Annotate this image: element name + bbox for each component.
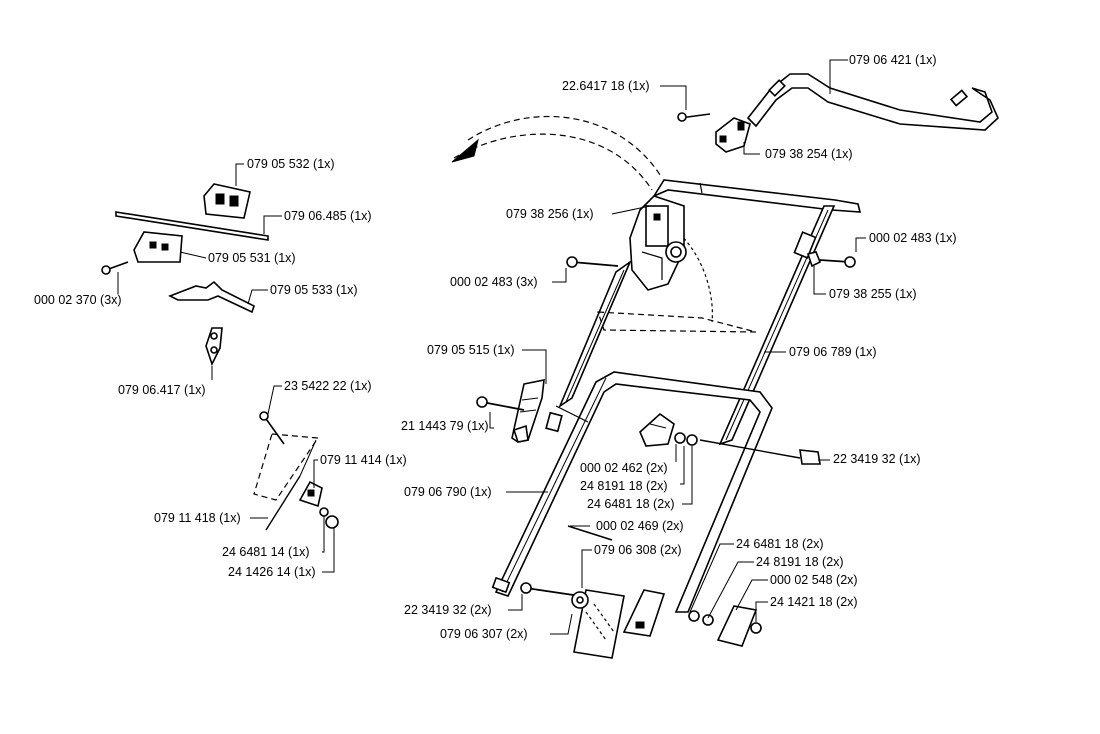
fold-path-dashed xyxy=(674,229,713,323)
label-000-02-469: 000 02 469 (2x) xyxy=(596,519,684,533)
label-079-05-515: 079 05 515 (1x) xyxy=(427,343,515,357)
label-079-11-414: 079 11 414 (1x) xyxy=(320,453,407,467)
nut-24-1426-14 xyxy=(325,515,339,529)
screw-22-6417-18 xyxy=(677,112,711,122)
knob-000-02-548 xyxy=(688,605,762,647)
label-079-11-418: 079 11 418 (1x) xyxy=(154,511,241,525)
label-079-06-421: 079 06 421 (1x) xyxy=(849,53,937,67)
label-079-38-254: 079 38 254 (1x) xyxy=(765,147,853,161)
cover-079-05-532 xyxy=(203,183,251,219)
bolt-000-02-483-1x xyxy=(819,256,856,268)
clamp-lever-079-05-515 xyxy=(511,379,589,443)
label-24-8191-18-mid: 24 8191 18 (2x) xyxy=(580,479,668,493)
label-23-5422-22: 23 5422 22 (1x) xyxy=(284,379,372,393)
tube-section-outline xyxy=(253,433,320,501)
label-22-3419-32-2x: 22 3419 32 (2x) xyxy=(404,603,492,617)
label-000-02-483-1x: 000 02 483 (1x) xyxy=(869,231,957,245)
label-24-6481-18-low: 24 6481 18 (2x) xyxy=(736,537,824,551)
label-24-6481-14: 24 6481 14 (1x) xyxy=(222,545,310,559)
label-079-05-532: 079 05 532 (1x) xyxy=(247,157,335,171)
label-079-06-789: 079 06 789 (1x) xyxy=(789,345,877,359)
label-079-06-485: 079 06.485 (1x) xyxy=(284,209,372,223)
label-24-8191-18-low: 24 8191 18 (2x) xyxy=(756,555,844,569)
label-000-02-370: 000 02 370 (3x) xyxy=(34,293,122,307)
bracket-plate-079-06-307 xyxy=(571,589,625,659)
folding-arrow xyxy=(451,115,663,191)
label-079-06-308: 079 06 308 (2x) xyxy=(594,543,682,557)
clamp-079-11-414 xyxy=(298,480,323,508)
lever-079-05-533 xyxy=(168,280,255,314)
label-079-06-307: 079 06 307 (2x) xyxy=(440,627,528,641)
main-handle-assembly xyxy=(451,59,999,659)
part-labels: 079 06 421 (1x) 22.6417 18 (1x) 079 38 2… xyxy=(34,53,957,641)
bolt-21-1443-79 xyxy=(476,396,525,411)
clip-079-06-417 xyxy=(205,327,223,367)
screw-23-5422-22 xyxy=(259,411,285,445)
control-bracket-assembly xyxy=(101,163,282,380)
screw-000-02-370 xyxy=(101,261,129,275)
label-24-1421-18: 24 1421 18 (2x) xyxy=(770,595,858,609)
base-079-05-531 xyxy=(133,231,183,263)
leader-lines-control xyxy=(117,163,282,380)
bracket-079-06-308 xyxy=(567,525,666,637)
label-079-05-533: 079 05 533 (1x) xyxy=(270,283,358,297)
label-079-06-790: 079 06 790 (1x) xyxy=(404,485,492,499)
top-grip-handle xyxy=(746,73,999,131)
label-079-05-531: 079 05 531 (1x) xyxy=(208,251,296,265)
label-000-02-462: 000 02 462 (2x) xyxy=(580,461,668,475)
cable-079-11-418 xyxy=(265,439,317,531)
label-22-6417-18: 22.6417 18 (1x) xyxy=(562,79,650,93)
label-24-6481-18-mid: 24 6481 18 (2x) xyxy=(587,497,675,511)
cable-clamp-assembly xyxy=(250,385,339,573)
knob-000-02-462 xyxy=(639,412,698,447)
cross-member-outline xyxy=(597,311,757,333)
label-079-38-256: 079 38 256 (1x) xyxy=(506,207,594,221)
bracket-079-38-254 xyxy=(715,117,751,153)
center-housing-079-38-256 xyxy=(629,195,687,291)
label-24-1426-14: 24 1426 14 (1x) xyxy=(228,565,316,579)
label-000-02-483-3x: 000 02 483 (3x) xyxy=(450,275,538,289)
bolt-000-02-483-3x xyxy=(566,256,619,268)
label-000-02-548: 000 02 548 (2x) xyxy=(770,573,858,587)
label-079-38-255: 079 38 255 (1x) xyxy=(829,287,917,301)
label-21-1443-79: 21 1443 79 (1x) xyxy=(401,419,489,433)
lower-frame-079-06-790 xyxy=(491,371,773,613)
upper-right-tube-079-06-789 xyxy=(718,205,836,446)
upper-handle-frame xyxy=(651,179,862,213)
washer-24-6481-14 xyxy=(319,507,329,517)
label-22-3419-32-1x: 22 3419 32 (1x) xyxy=(833,452,921,466)
bolt-22-3419-32-2x xyxy=(520,582,581,597)
upper-left-tube xyxy=(558,259,632,409)
leader-lines-cable xyxy=(250,385,335,573)
label-079-06-417: 079 06.417 (1x) xyxy=(118,383,206,397)
bolt-22-3419-32-1x xyxy=(699,439,821,465)
leader-lines-main xyxy=(489,59,866,635)
rod-079-06-485 xyxy=(115,211,269,241)
